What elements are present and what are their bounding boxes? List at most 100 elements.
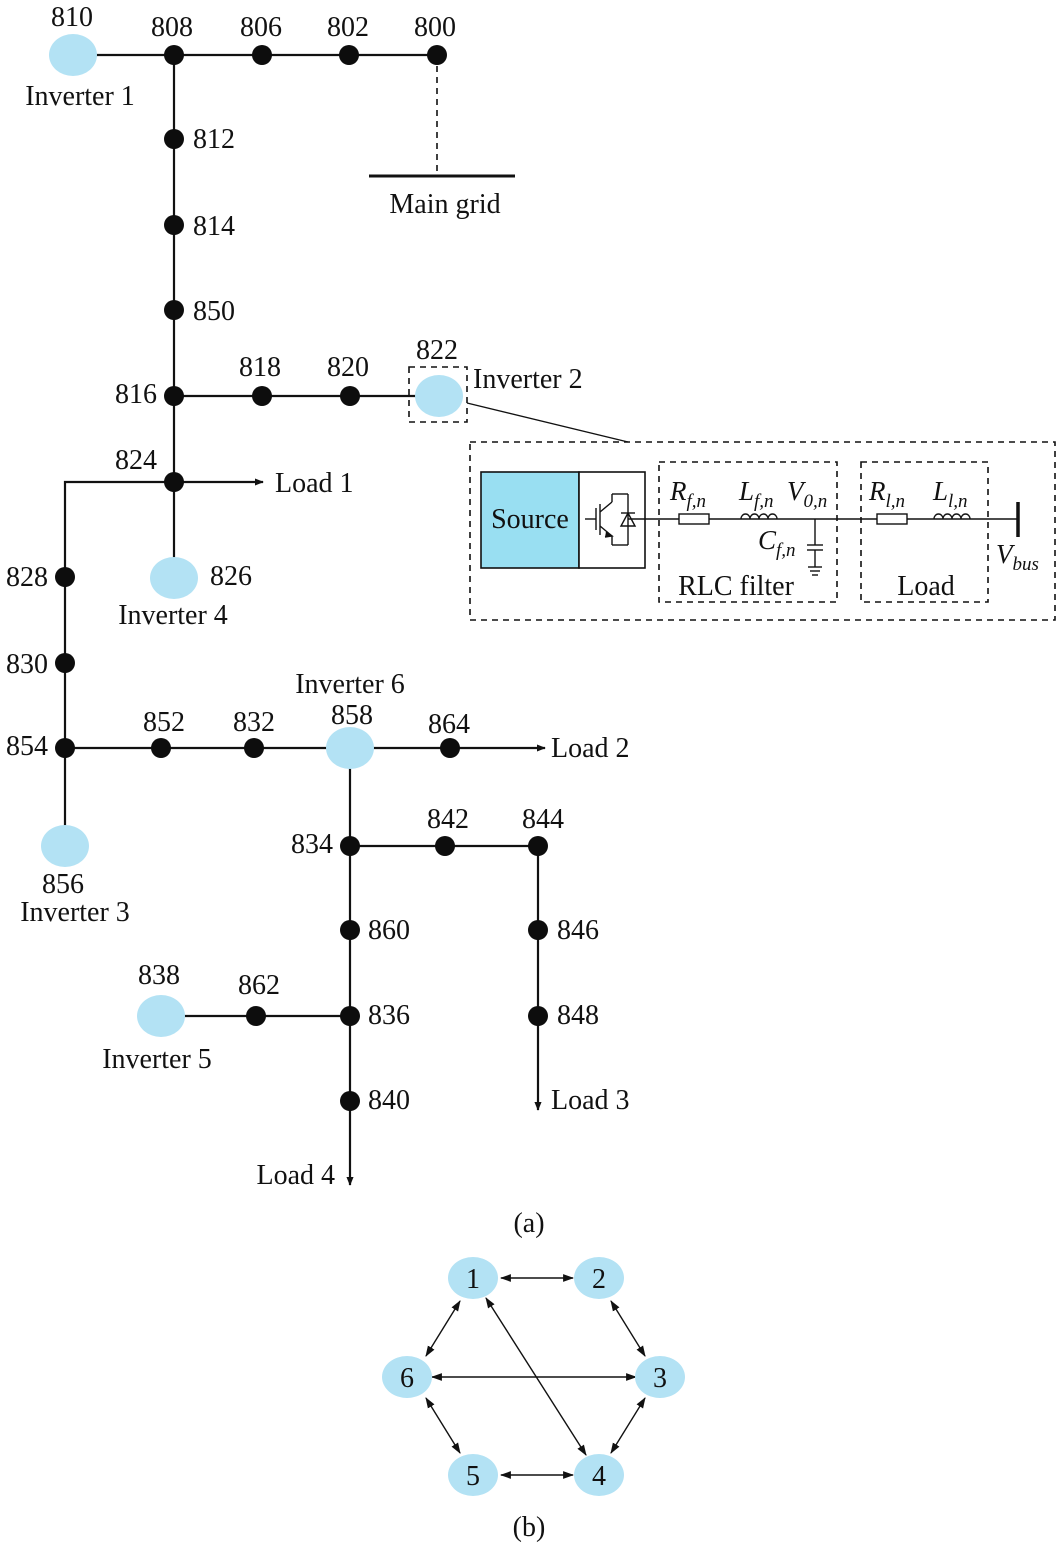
label-848: 848 bbox=[557, 1000, 599, 1031]
load2-label: Load 2 bbox=[551, 733, 630, 764]
load1-label: Load 1 bbox=[275, 468, 354, 499]
rf-resistor bbox=[678, 513, 710, 525]
graph-node-4 bbox=[574, 1454, 624, 1496]
label-826: 826 bbox=[210, 561, 252, 592]
inverter-858 bbox=[326, 727, 374, 769]
graph-node-2-label: 2 bbox=[592, 1264, 606, 1295]
converter-block bbox=[578, 471, 646, 569]
label-814: 814 bbox=[193, 211, 235, 242]
label-864: 864 bbox=[428, 709, 470, 740]
inverter3-label: Inverter 3 bbox=[20, 897, 130, 928]
label-808: 808 bbox=[151, 12, 193, 43]
label-818: 818 bbox=[239, 352, 281, 383]
graph-node-1 bbox=[448, 1257, 498, 1299]
label-838: 838 bbox=[138, 960, 180, 991]
igbt-switch-icon bbox=[585, 493, 645, 546]
inverter-detail-panel: Source bbox=[469, 441, 1056, 621]
communication-graph: 1 2 3 4 5 6 bbox=[382, 1257, 685, 1496]
bus-818 bbox=[252, 386, 272, 406]
graph-edges bbox=[425, 1274, 646, 1479]
bus-808 bbox=[164, 45, 184, 65]
bus-840 bbox=[340, 1091, 360, 1111]
edge-1-4 bbox=[485, 1297, 587, 1456]
bus-842 bbox=[435, 836, 455, 856]
label-824: 824 bbox=[115, 445, 157, 476]
bus-848 bbox=[528, 1006, 548, 1026]
vbus-label: Vbus bbox=[996, 539, 1039, 575]
edge-5-6 bbox=[425, 1397, 461, 1454]
label-810: 810 bbox=[51, 2, 93, 33]
bus-836 bbox=[340, 1006, 360, 1026]
label-858: 858 bbox=[331, 700, 373, 731]
label-800: 800 bbox=[414, 12, 456, 43]
edge-6-1 bbox=[425, 1300, 461, 1357]
label-806: 806 bbox=[240, 12, 282, 43]
inverter2-highlight-box bbox=[408, 366, 468, 423]
inverter-nodes bbox=[41, 34, 463, 1037]
bus-820 bbox=[340, 386, 360, 406]
inverter1-label: Inverter 1 bbox=[25, 81, 135, 112]
inverter-838 bbox=[137, 995, 185, 1037]
graph-node-2 bbox=[574, 1257, 624, 1299]
bus-812 bbox=[164, 129, 184, 149]
label-820: 820 bbox=[327, 352, 369, 383]
inverter2-label: Inverter 2 bbox=[473, 364, 583, 395]
bus-800 bbox=[427, 45, 447, 65]
component-labels: Inverter 1 Inverter 2 Inverter 4 Inverte… bbox=[20, 81, 629, 1191]
inverter-826 bbox=[150, 557, 198, 599]
label-822: 822 bbox=[416, 335, 458, 366]
graph-node-4-label: 4 bbox=[592, 1461, 606, 1492]
label-842: 842 bbox=[427, 804, 469, 835]
label-812: 812 bbox=[193, 124, 235, 155]
label-816: 816 bbox=[115, 379, 157, 410]
bus-834 bbox=[340, 836, 360, 856]
inverter4-label: Inverter 4 bbox=[118, 600, 228, 631]
label-862: 862 bbox=[238, 970, 280, 1001]
label-852: 852 bbox=[143, 707, 185, 738]
caption-a: (a) bbox=[513, 1208, 544, 1239]
inverter-810 bbox=[49, 34, 97, 76]
label-854: 854 bbox=[6, 731, 48, 762]
zoom-leader-line bbox=[466, 402, 629, 443]
bus-850 bbox=[164, 300, 184, 320]
graph-node-6 bbox=[382, 1356, 432, 1398]
bus-864 bbox=[440, 738, 460, 758]
bus-824 bbox=[164, 472, 184, 492]
main-grid-label: Main grid bbox=[389, 189, 500, 220]
label-844: 844 bbox=[522, 804, 564, 835]
graph-nodes: 1 2 3 4 5 6 bbox=[382, 1257, 685, 1496]
label-828: 828 bbox=[6, 562, 48, 593]
bus-832 bbox=[244, 738, 264, 758]
load-box bbox=[860, 461, 989, 603]
graph-node-5-label: 5 bbox=[466, 1461, 480, 1492]
graph-node-3 bbox=[635, 1356, 685, 1398]
label-856: 856 bbox=[42, 869, 84, 900]
rlc-filter-label: RLC filter bbox=[678, 571, 795, 602]
lf-inductor bbox=[740, 513, 778, 520]
label-834: 834 bbox=[291, 829, 333, 860]
inverter5-label: Inverter 5 bbox=[102, 1044, 212, 1075]
inverter-822 bbox=[415, 375, 463, 417]
load4-label: Load 4 bbox=[256, 1160, 335, 1191]
bus-852 bbox=[151, 738, 171, 758]
bus-830 bbox=[55, 653, 75, 673]
bus-802 bbox=[339, 45, 359, 65]
edge-2-3 bbox=[610, 1300, 646, 1357]
bus-nodes bbox=[55, 45, 548, 1111]
label-850: 850 bbox=[193, 296, 235, 327]
bus-846 bbox=[528, 920, 548, 940]
rl-resistor bbox=[876, 513, 908, 525]
ll-label: Ll,n bbox=[932, 476, 968, 512]
bus-862 bbox=[246, 1006, 266, 1026]
graph-node-3-label: 3 bbox=[653, 1363, 667, 1394]
bus-828 bbox=[55, 567, 75, 587]
rl-label: Rl,n bbox=[868, 476, 905, 512]
edge-3-4 bbox=[610, 1397, 646, 1454]
source-label: Source bbox=[491, 504, 569, 535]
inverter-856 bbox=[41, 825, 89, 867]
caption-b: (b) bbox=[513, 1512, 546, 1543]
label-802: 802 bbox=[327, 12, 369, 43]
label-836: 836 bbox=[368, 1000, 410, 1031]
label-840: 840 bbox=[368, 1085, 410, 1116]
